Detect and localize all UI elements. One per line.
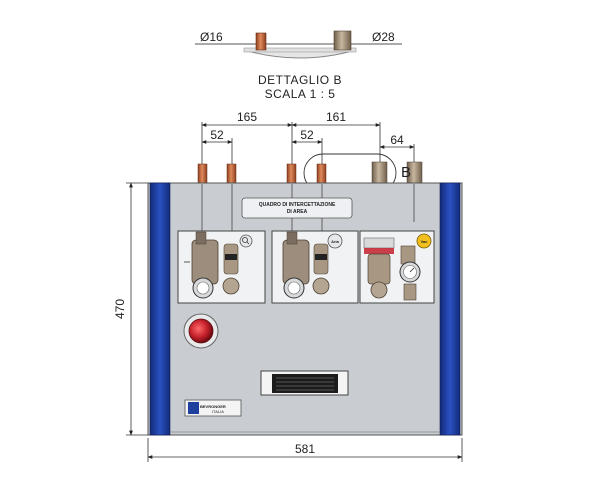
brand-logo-icon	[188, 402, 199, 414]
valve-knob-icon	[222, 277, 240, 295]
cabinet	[147, 182, 463, 436]
side-dimensions	[126, 182, 463, 462]
pipe-large-label: Ø28	[372, 30, 395, 44]
valve-window-2: Aria	[271, 230, 359, 304]
pipe-2-icon	[226, 163, 237, 185]
valve-body-icon	[282, 239, 310, 285]
pipe-3-icon	[286, 163, 297, 185]
alarm-button[interactable]	[183, 313, 219, 349]
pipe-small-icon	[255, 32, 267, 51]
valve-body-icon	[191, 239, 219, 285]
vacuum-valve-icon	[367, 253, 391, 285]
dim-470-label: 470	[113, 299, 127, 319]
pipe-5-icon	[371, 161, 388, 185]
side-panel-left	[149, 182, 171, 436]
detail-marker: B	[401, 164, 411, 181]
sign-line-1: QUADRO DI INTERCETTAZIONE	[259, 202, 336, 208]
detail-scale: SCALA 1 : 5	[265, 87, 336, 101]
pipe-4-icon	[316, 163, 327, 185]
valve-window-3: Vac	[359, 230, 435, 304]
dim-64-label: 64	[390, 133, 404, 147]
valve-knob-icon	[312, 277, 330, 295]
dim-581-label: 581	[295, 442, 315, 456]
pipe-large-icon	[333, 30, 352, 51]
brand-plate: BEVRONGER ITALIA	[184, 399, 242, 417]
detail-plate-top	[243, 47, 357, 53]
sign-line-2: DI AREA	[287, 209, 308, 215]
air-badge-icon	[327, 233, 343, 249]
display-screen	[272, 374, 338, 393]
top-pipes	[197, 161, 423, 185]
cabinet-body	[147, 182, 463, 436]
brand-name: BEVRONGER	[200, 404, 226, 409]
pipe-1-icon	[197, 163, 208, 185]
display-panel	[260, 370, 349, 396]
vac-badge-icon	[416, 233, 432, 249]
dim-165-label: 165	[237, 110, 257, 124]
detail-b: Ø16 Ø28 DETTAGLIO B SCALA 1 : 5	[195, 30, 402, 101]
valve-window-1	[177, 230, 266, 304]
alarm-lamp-icon	[188, 318, 214, 344]
dim-52b-label: 52	[300, 128, 314, 142]
search-icon	[239, 234, 253, 248]
brand-sub: ITALIA	[212, 409, 224, 414]
vac-badge-label: Vac	[421, 239, 429, 244]
pipe-small-label: Ø16	[200, 30, 223, 44]
side-panel-right	[439, 182, 461, 436]
red-band-icon	[364, 248, 394, 254]
sign-plate: QUADRO DI INTERCETTAZIONE DI AREA	[241, 197, 353, 219]
sign-plate-frame	[241, 197, 353, 219]
dim-52a-label: 52	[210, 128, 224, 142]
air-badge-label: Aria	[331, 239, 340, 244]
detail-title: DETTAGLIO B	[258, 73, 342, 87]
dim-161-label: 161	[326, 110, 346, 124]
